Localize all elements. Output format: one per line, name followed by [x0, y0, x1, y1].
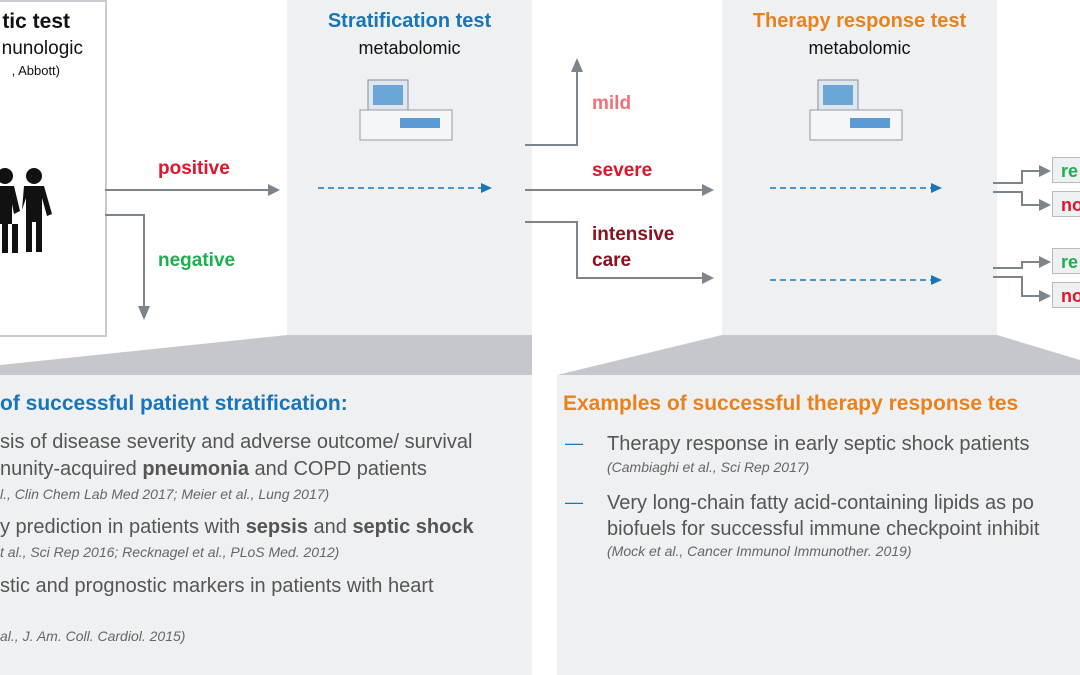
stratification-subtitle: metabolomic: [358, 38, 461, 58]
therapy-subtitle: metabolomic: [808, 38, 911, 58]
people-icon: [0, 168, 52, 253]
lab-device-icon: [359, 79, 453, 141]
stratification-examples-panel: of successful patient stratification: si…: [0, 375, 532, 675]
label-intensive: intensive: [592, 224, 675, 245]
example-text: y prediction in patients with sepsis and…: [0, 516, 474, 539]
text: and: [307, 516, 353, 538]
diagnostic-subtitle: nunologic: [1, 38, 83, 59]
text-bold: pneumonia: [142, 458, 249, 480]
label-care: care: [592, 250, 632, 271]
reference: (Mock et al., Cancer Immunol Immunother.…: [607, 543, 912, 559]
example-text: nunity-acquired pneumonia and COPD patie…: [0, 458, 427, 481]
text: nunity-acquired: [0, 458, 143, 480]
reference: l., Clin Chem Lab Med 2017; Meier et al.…: [0, 486, 330, 502]
outcome-responder: re: [1052, 157, 1080, 183]
outcome-responder: re: [1052, 248, 1080, 274]
outcome-non-responder: no: [1052, 282, 1080, 308]
example-text: biofuels for successful immune checkpoin…: [607, 518, 1040, 540]
text: and COPD patients: [248, 458, 427, 480]
outcome-non-responder: no: [1052, 191, 1080, 217]
example-text: Very long-chain fatty acid-containing li…: [607, 492, 1034, 514]
therapy-examples-panel: Examples of successful therapy response …: [557, 375, 1080, 675]
text-bold: sepsis: [245, 516, 308, 538]
diagnostic-note: , Abbott): [11, 63, 60, 78]
diagnostic-box: [0, 0, 107, 337]
text-bold: septic shock: [352, 516, 474, 538]
label-negative: negative: [158, 250, 236, 271]
reference: (Cambiaghi et al., Sci Rep 2017): [607, 459, 810, 475]
stratification-title: Stratification test: [327, 10, 492, 32]
therapy-title: Therapy response test: [752, 10, 967, 32]
lab-device-icon: [809, 79, 903, 141]
therapy-panel: [722, 0, 997, 335]
reference: al., J. Am. Coll. Cardiol. 2015): [0, 628, 186, 644]
bullet-dash: —: [565, 433, 583, 453]
example-text: Therapy response in early septic shock p…: [607, 433, 1030, 455]
reference: t al., Sci Rep 2016; Recknagel et al., P…: [0, 544, 340, 560]
label-severe: severe: [592, 160, 653, 181]
example-text: stic and prognostic markers in patients …: [0, 575, 434, 597]
diagnostic-title: tic test: [2, 10, 70, 33]
panel-heading: Examples of successful therapy response …: [563, 392, 1019, 415]
label-positive: positive: [158, 158, 230, 179]
stratification-panel: [287, 0, 532, 335]
text: y prediction in patients with: [0, 516, 246, 538]
label-mild: mild: [592, 93, 632, 114]
bullet-dash: —: [565, 492, 583, 512]
panel-heading: of successful patient stratification:: [0, 392, 348, 415]
example-text: sis of disease severity and adverse outc…: [0, 431, 473, 453]
